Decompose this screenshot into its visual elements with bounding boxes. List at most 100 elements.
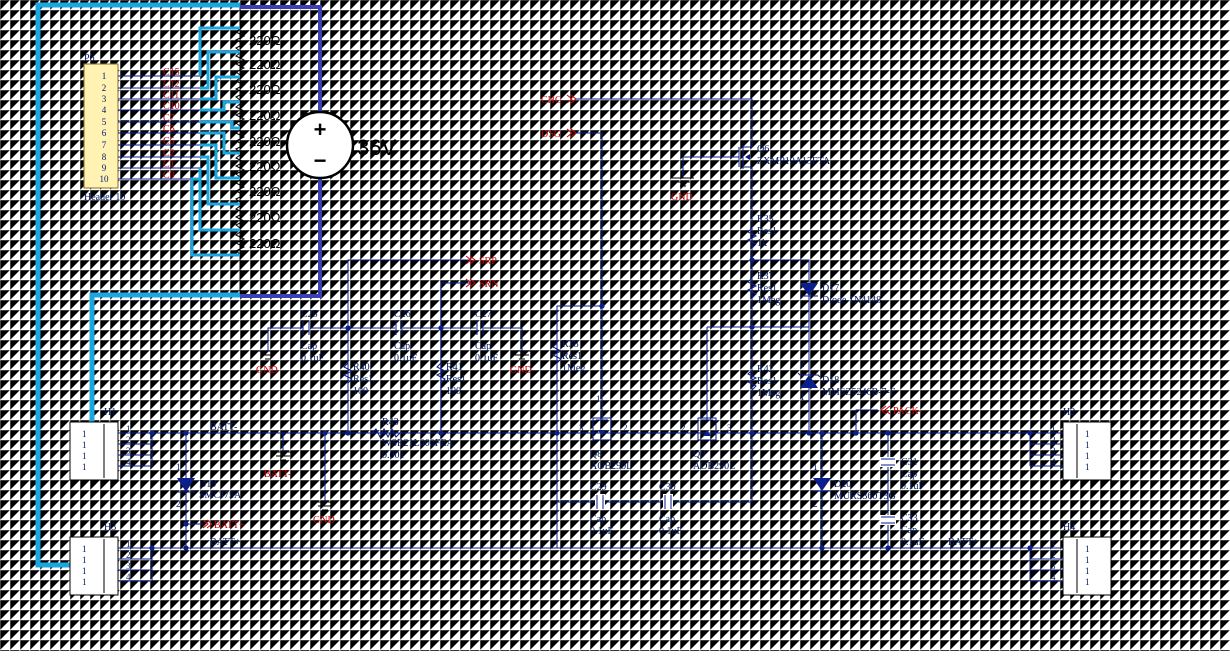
p6-net-label: C10: [163, 101, 180, 112]
srn-label: SRN: [479, 279, 498, 290]
r40-designator: R40: [353, 362, 370, 373]
cyan-tap-wire: [200, 50, 240, 90]
h1-inner-pin: 1: [82, 462, 87, 472]
junction-dot: [819, 545, 825, 551]
h3-pin-number: 2: [126, 550, 131, 560]
q6-drain-wire: [743, 166, 753, 228]
p6-net-label: C2: [163, 148, 175, 159]
c31-part: Cap: [901, 469, 917, 480]
batt-plus-port[interactable]: BATT+: [186, 519, 245, 531]
q8-pin2: 2: [623, 423, 628, 433]
p6-pin-number: 10: [100, 174, 110, 184]
d17-diode[interactable]: D17 Diode 1N4148: [800, 283, 881, 306]
r38-zigzag: [551, 342, 563, 364]
d19-value: SMCJ75A: [199, 490, 242, 501]
d20-triangle: [813, 478, 831, 491]
d19-triangle: [177, 478, 195, 492]
q9-nmos[interactable]: 2 3 Q9 AOB290L: [681, 417, 735, 472]
d19-pin1: 1: [176, 462, 181, 472]
q6-designator: Q6: [757, 144, 769, 155]
p6-comment: Header 10: [84, 192, 125, 203]
r42-resistor[interactable]: R42 Res1 1Meg: [746, 364, 780, 399]
d18-value: MMSZ5246B-7-F: [822, 387, 896, 398]
h2-body: [1062, 421, 1112, 481]
battery-plus-sign: +: [314, 117, 327, 142]
gnd-shunt-label: GND: [313, 515, 335, 526]
c26-value: 0.1uF: [394, 353, 418, 364]
r37-value: 1Meg: [757, 295, 780, 306]
h4-inner-pin: 1: [1085, 555, 1090, 565]
d18-zener[interactable]: D18 MMSZ5246B-7-F 2 1: [797, 359, 896, 402]
h4-inner-pin: 1: [1085, 566, 1090, 576]
batt-minus-rail-label: BATT-: [210, 422, 237, 433]
h2-inner-pin: 1: [1085, 429, 1090, 439]
pack-minus-port[interactable]: PACK-: [880, 405, 922, 417]
junction-dot: [1027, 545, 1033, 551]
q8-nmos[interactable]: 3 2 1 Q8 AOB290L: [579, 394, 632, 472]
r37-resistor[interactable]: R37 Res1 1Meg: [746, 271, 780, 306]
q8-designator: Q8: [590, 449, 602, 460]
p6-net-label: C5: [163, 136, 175, 147]
r40-resistor[interactable]: R40 Res1 100: [342, 362, 373, 397]
c33-part: Cap: [901, 525, 917, 536]
d18-triangle: [800, 375, 818, 388]
r41-resistor[interactable]: R41 Res1 100: [435, 362, 466, 397]
r42-designator: R42: [757, 364, 774, 375]
c31-designator: C31: [901, 457, 918, 468]
h3-inner-pin: 1: [82, 566, 87, 576]
ladder-resistor-label: 220Ω: [249, 33, 281, 48]
p6-body: [83, 63, 119, 189]
cyan-tap-wire: [200, 100, 240, 112]
c33-capacitor[interactable]: C33 Cap 0.1uF: [880, 513, 925, 548]
r38-resistor[interactable]: R38 Res1 1Meg: [551, 339, 585, 374]
h2-pin-number: 1: [1051, 424, 1056, 434]
batt-plus-port-label: BATT+: [214, 520, 245, 531]
q6-part: ZXMP10A13FTA: [757, 156, 831, 167]
d18-designator: D18: [822, 375, 839, 386]
d19-diode[interactable]: D19 SMCJ75A 1 2: [176, 433, 242, 548]
junction-dot: [183, 545, 189, 551]
junction-dot: [749, 324, 755, 330]
p6-net-label: C1: [163, 159, 175, 170]
r35-part: Res1: [757, 226, 777, 237]
cyan-tap-wire: [200, 131, 240, 155]
h1-inner-pin: 1: [82, 451, 87, 461]
cyan-tap-wire: [200, 155, 240, 206]
r43-part: WSR21L000FEA: [382, 438, 454, 449]
battery-36v[interactable]: + − 36V: [285, 110, 396, 180]
c27-part: Cap: [475, 341, 491, 352]
c31-capacitor[interactable]: C31 Cap 0.1uF: [880, 457, 925, 492]
r38-designator: R38: [562, 339, 579, 350]
cyan-tap-wire: [198, 168, 240, 232]
r35-designator: R35: [757, 214, 774, 225]
d20-diode[interactable]: D20 MURS360T3G 1 2: [813, 462, 896, 509]
r35-resistor[interactable]: R35 Res1 1k: [746, 214, 777, 249]
batt-plus-rail-label-right: BATT+: [948, 537, 979, 548]
srp-port[interactable]: SRP: [465, 255, 497, 267]
cyan-tap-wire: [200, 120, 240, 130]
ladder-resistor: [234, 179, 246, 203]
batt-minus-ground-label: BATT-: [264, 469, 291, 480]
gnd-c27-label: GND: [510, 365, 532, 376]
p6-designator: P6: [84, 53, 95, 64]
junction-dot: [183, 430, 189, 436]
ladder-resistor: [234, 77, 246, 101]
ladder-resistor: [234, 231, 246, 255]
q6-pmos[interactable]: Q6 ZXMP10A13FTA: [682, 99, 831, 228]
srn-port[interactable]: SRN: [465, 278, 498, 290]
h1-designator: H1: [104, 407, 116, 418]
h4-designator: H4: [1063, 522, 1075, 533]
h2-designator: H2: [1063, 407, 1075, 418]
h3-inner-pin: 1: [82, 544, 87, 554]
c30-capacitor[interactable]: C30 Cap 0.1uF: [659, 482, 683, 537]
p6-pin-number: 9: [102, 163, 107, 173]
junction-dot: [599, 303, 605, 309]
p6-header-connector[interactable]: P6 Header 10: [83, 53, 125, 203]
r43-shunt-resistor[interactable]: R43 WSR21L000FEA 0.001: [371, 417, 454, 461]
c29-capacitor[interactable]: C29 Cap 0.1uF: [590, 482, 614, 537]
srp-arrow: [465, 255, 476, 265]
gnd-c27-symbol: [511, 350, 533, 360]
p6-net-label: C0: [163, 170, 175, 181]
r35-zigzag: [746, 227, 758, 249]
